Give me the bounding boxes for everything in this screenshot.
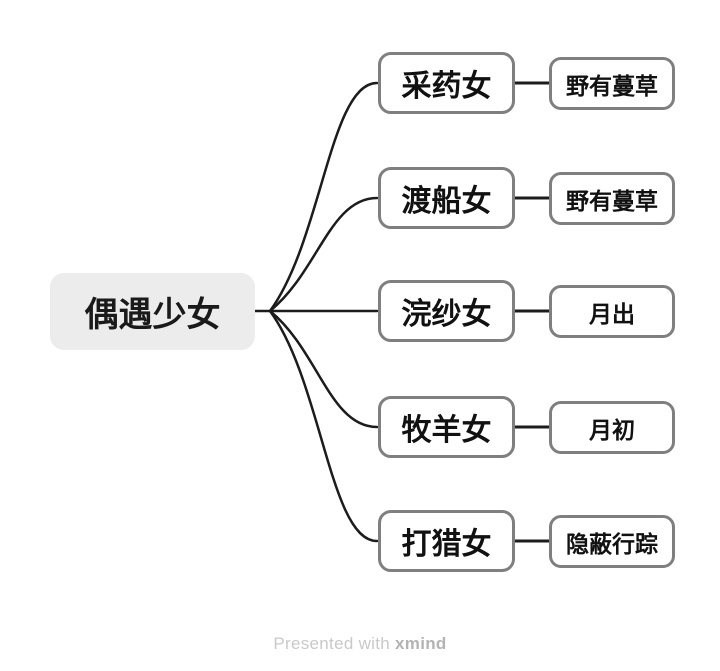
root-topic[interactable]: 偶遇少女 (50, 273, 255, 350)
branch-topic-4[interactable]: 牧羊女 (378, 396, 515, 458)
branch-topic-1[interactable]: 采药女 (378, 52, 515, 114)
sub-topic-1[interactable]: 野有蔓草 (549, 57, 675, 110)
branch-topic-3[interactable]: 浣纱女 (378, 280, 515, 342)
curve-to-branch-1 (268, 81, 379, 313)
curve-to-branch-5 (268, 309, 379, 543)
branch-topic-2[interactable]: 渡船女 (378, 167, 515, 229)
curve-to-branch-2 (268, 196, 379, 313)
branch-topic-5[interactable]: 打猎女 (378, 510, 515, 572)
sub-topic-3[interactable]: 月出 (549, 285, 675, 338)
watermark-prefix: Presented with (273, 634, 391, 653)
sub-topic-2[interactable]: 野有蔓草 (549, 172, 675, 225)
curve-to-branch-4 (268, 309, 379, 429)
sub-topic-5[interactable]: 隐蔽行踪 (549, 515, 675, 568)
sub-topic-4[interactable]: 月初 (549, 401, 675, 454)
watermark-brand: xmind (395, 634, 447, 653)
